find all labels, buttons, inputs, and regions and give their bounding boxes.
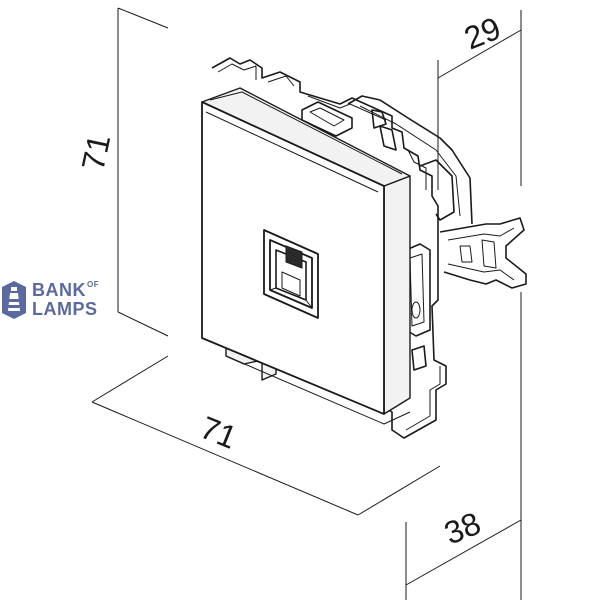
- dimension-lines: [91, 7, 522, 600]
- cover-side-edge: [383, 175, 411, 415]
- rj45-port: [263, 229, 319, 319]
- brand-logo: BANKOF LAMPS: [0, 278, 99, 320]
- dim-line-depth-bottom: [405, 519, 522, 586]
- dim-label-height: 71: [75, 131, 118, 173]
- dim-line-depth-top: [437, 29, 522, 79]
- logo-word-bank: BANKOF: [32, 279, 100, 300]
- logo-word-lamps: LAMPS: [32, 298, 98, 319]
- mounting-frame: [211, 57, 447, 439]
- socket-module: [201, 57, 527, 439]
- dim-label-depth-top: 29: [459, 10, 505, 57]
- ext-line-top-left: [117, 7, 169, 29]
- port-contacts: [285, 245, 303, 269]
- dim-line-width: [91, 401, 359, 516]
- lighthouse-icon: [2, 281, 26, 319]
- ext-line-width-right: [357, 465, 441, 516]
- ext-line-width-left: [91, 355, 169, 403]
- rear-mechanism: [347, 95, 527, 371]
- ext-line-bottom-left: [117, 311, 169, 337]
